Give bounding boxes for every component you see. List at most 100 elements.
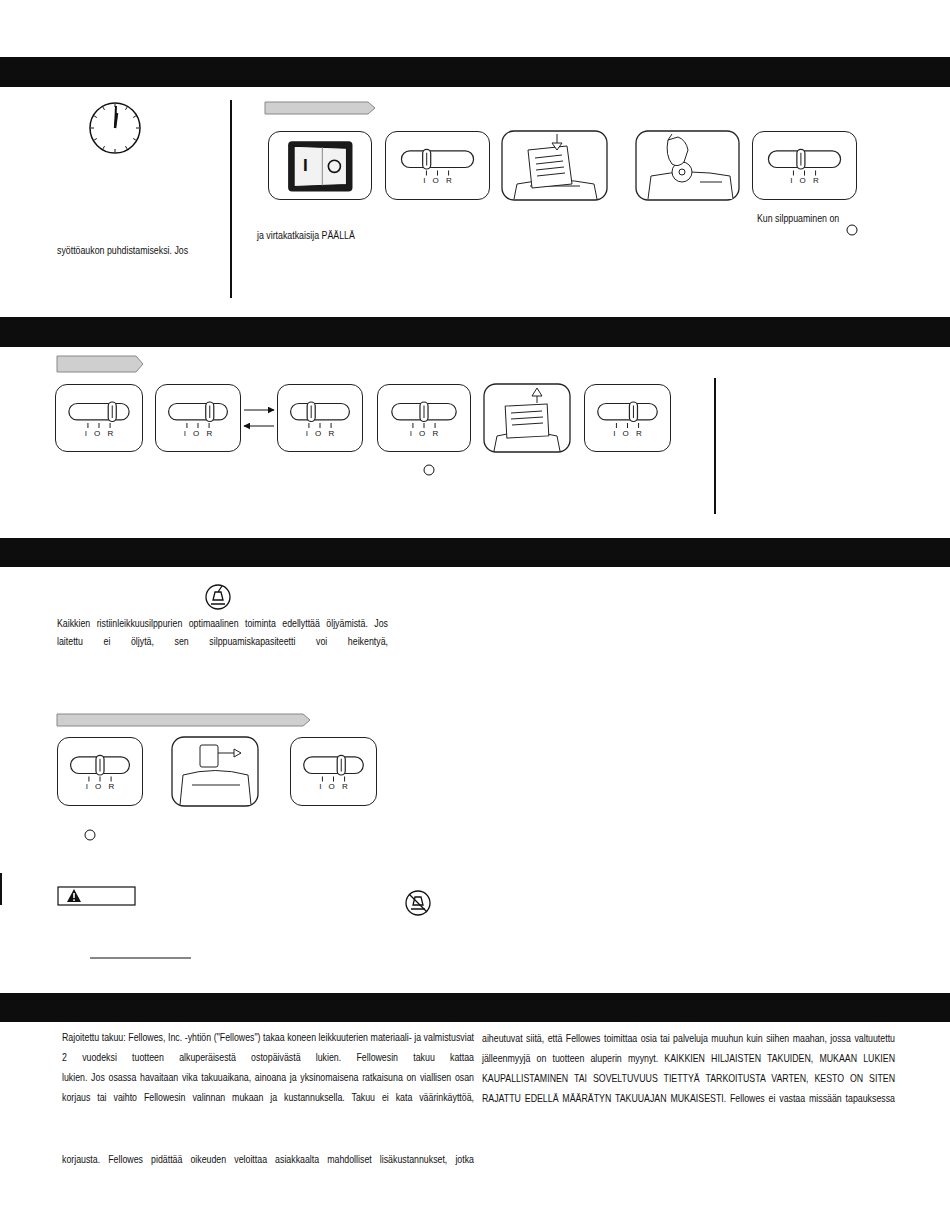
switch-tick bbox=[435, 423, 436, 428]
switch-slot bbox=[69, 404, 129, 420]
switch-tick bbox=[331, 423, 332, 428]
shredder-reverse-paper bbox=[512, 423, 543, 425]
shredder-reverse-paper bbox=[505, 404, 549, 438]
warning-box bbox=[73, 893, 75, 898]
clock-tick bbox=[103, 107, 105, 110]
clock-tick bbox=[126, 146, 128, 149]
switch-slot bbox=[169, 404, 228, 420]
rocker-housing bbox=[288, 141, 352, 191]
switch-tick bbox=[308, 423, 309, 428]
switch-knob bbox=[99, 759, 100, 772]
switch-knob bbox=[423, 406, 424, 418]
instruction-text: ja virtakatkaisija PÄÄLLÄ bbox=[257, 226, 457, 244]
header-band bbox=[0, 993, 950, 1022]
switch-illustration bbox=[585, 385, 670, 451]
switch-slot bbox=[71, 757, 130, 774]
shredder-oiling bbox=[180, 745, 251, 805]
underline bbox=[90, 958, 191, 959]
header-band bbox=[0, 57, 950, 87]
slide-switch-panel: I O R bbox=[155, 384, 241, 452]
shredder-reverse-paper bbox=[511, 411, 542, 413]
rocker-divider bbox=[322, 147, 323, 185]
switch-illustration bbox=[269, 132, 371, 199]
illustration-panel bbox=[172, 737, 258, 806]
switch-position-label: I O R bbox=[278, 429, 362, 438]
off-position-circle bbox=[85, 225, 857, 840]
shredder-feed-paper bbox=[528, 146, 572, 188]
slide-switch-panel: I O R bbox=[290, 737, 377, 806]
shredder-oiling bbox=[180, 771, 251, 806]
switch-tick bbox=[197, 423, 198, 428]
switch-tick bbox=[322, 777, 323, 782]
switch-slot bbox=[401, 151, 473, 168]
slide-switch-panel: I O R bbox=[377, 384, 471, 452]
body-paragraph: korjausta. Fellowes pidättää oikeuden ve… bbox=[62, 1150, 474, 1170]
switch-knob bbox=[311, 406, 312, 418]
switch-illustration bbox=[291, 738, 376, 805]
switch-tick bbox=[423, 423, 424, 428]
switch-tick bbox=[87, 423, 88, 428]
switch-position-label: I O R bbox=[56, 429, 142, 438]
clock-tick bbox=[115, 104, 116, 107]
switch-position-label: I O R bbox=[753, 176, 856, 185]
switch-knob bbox=[633, 406, 634, 418]
switch-tick bbox=[88, 777, 89, 782]
switch-tick bbox=[793, 171, 794, 176]
switch-slot bbox=[392, 404, 456, 420]
instruction-text: Kun silppuaminen on bbox=[757, 209, 887, 227]
clock-icon bbox=[115, 113, 117, 128]
shredder-feed-cd bbox=[679, 169, 685, 175]
clock-tick bbox=[103, 146, 105, 149]
divider-line bbox=[1, 100, 715, 905]
oil-icon bbox=[206, 585, 230, 609]
switch-slot bbox=[291, 404, 350, 420]
header-band bbox=[0, 538, 950, 567]
slide-switch-panel: I O R bbox=[752, 131, 857, 200]
switch-tick bbox=[437, 171, 438, 176]
clock-icon bbox=[90, 103, 140, 153]
warning-box bbox=[58, 887, 135, 905]
switch-symbol: I bbox=[303, 156, 308, 176]
shredder-oiling bbox=[192, 785, 240, 786]
switch-knob bbox=[426, 153, 427, 166]
slide-switch-panel: I O R bbox=[277, 384, 363, 452]
off-position-circle bbox=[424, 465, 434, 475]
body-paragraph: lukien. Jos osassa havaitaan vika takuua… bbox=[62, 1067, 474, 1107]
no-oil-icon bbox=[406, 891, 430, 915]
shredder-feed-paper bbox=[535, 155, 562, 158]
off-position-circle bbox=[85, 830, 95, 840]
switch-slot bbox=[304, 757, 364, 774]
body-paragraph: Rajoitettu takuu: Fellowes, Inc. -yhtiön… bbox=[62, 1028, 474, 1067]
switch-tick bbox=[412, 423, 413, 428]
switch-knob bbox=[337, 755, 345, 775]
no-oil-icon bbox=[409, 894, 427, 912]
shredder-feed-paper bbox=[536, 161, 563, 164]
switch-knob bbox=[307, 402, 315, 421]
clock-tick bbox=[91, 128, 94, 129]
switch-tick bbox=[804, 171, 805, 176]
rocker-face bbox=[294, 146, 346, 186]
shredder-feed-cd bbox=[668, 134, 672, 140]
shredder-feed-paper bbox=[514, 134, 597, 199]
switch-knob bbox=[96, 755, 104, 775]
illustration-panel bbox=[502, 131, 607, 200]
warning-box bbox=[73, 899, 75, 901]
body-paragraph: Kaikkien ristiinleikkuusilppurien optima… bbox=[57, 614, 388, 650]
illustration-panel bbox=[484, 384, 570, 452]
switch-tick bbox=[815, 171, 816, 176]
switch-knob bbox=[108, 402, 116, 421]
header-band bbox=[0, 317, 950, 347]
switch-knob bbox=[423, 149, 431, 169]
illustration-panel bbox=[172, 131, 739, 806]
switch-tick bbox=[638, 423, 639, 428]
divider-line bbox=[714, 378, 716, 514]
shredder-reverse-paper bbox=[511, 417, 543, 419]
oil-icon bbox=[211, 586, 225, 604]
switch-tick bbox=[209, 423, 210, 428]
clock-tick bbox=[94, 139, 97, 141]
switch-position-label: I O R bbox=[156, 429, 240, 438]
clock-tick bbox=[133, 139, 136, 141]
switch-position-label: I O R bbox=[291, 782, 376, 791]
switch-tick bbox=[186, 423, 187, 428]
